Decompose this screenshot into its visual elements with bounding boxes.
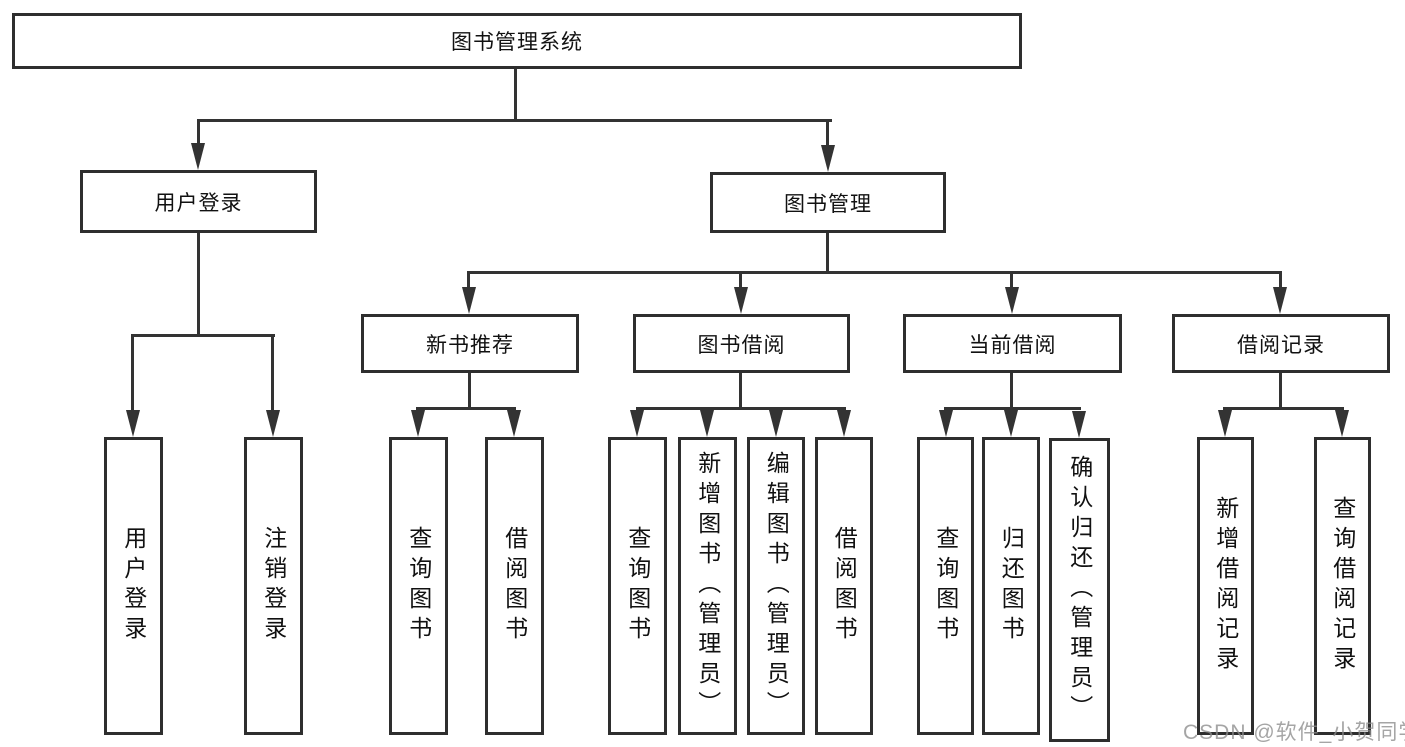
leaf-cb-confirm-return-admin: 确认归还（管理员） [1049,438,1110,742]
node-current-borrow-label: 当前借阅 [968,333,1057,357]
node-book-management-label: 图书管理 [784,192,872,216]
leaf-cb-query-books: 查询图书 [917,437,974,735]
connector-line [467,271,470,292]
arrow-down-icon [939,410,953,437]
node-root-label: 图书管理系统 [451,31,583,54]
leaf-bb-query-books-label: 查询图书 [624,526,651,646]
connector-line [416,407,516,410]
connector-line [1010,373,1013,409]
arrow-down-icon [821,145,835,172]
leaf-nb-query-books: 查询图书 [389,437,448,735]
leaf-cb-return-books-label: 归还图书 [998,526,1025,646]
leaf-bb-query-books: 查询图书 [608,437,667,735]
leaf-nb-borrow-books: 借阅图书 [485,437,544,735]
leaf-user-login: 用户登录 [104,437,163,735]
arrow-down-icon [700,410,714,437]
connector-line [131,334,275,337]
connector-line [1279,271,1282,292]
arrow-down-icon [462,287,476,314]
connector-line [826,119,829,151]
arrow-down-icon [837,410,851,437]
arrow-down-icon [1218,410,1232,437]
arrow-down-icon [1004,410,1018,437]
connector-line [131,334,134,412]
connector-line [467,271,1282,274]
connector-line [636,407,846,410]
leaf-bb-borrow-books-label: 借阅图书 [831,526,858,646]
leaf-cb-confirm-return-admin-label: 确认归还（管理员） [1066,455,1093,725]
leaf-bb-edit-books-admin-label: 编辑图书（管理员） [763,451,790,721]
arrow-down-icon [126,410,140,437]
node-current-borrow: 当前借阅 [903,314,1122,373]
connector-line [739,271,742,292]
node-user-login-label: 用户登录 [154,191,243,215]
leaf-cb-return-books: 归还图书 [982,437,1040,735]
node-book-borrow: 图书借阅 [633,314,850,373]
arrow-down-icon [266,410,280,437]
arrow-down-icon [1335,410,1349,437]
node-root: 图书管理系统 [12,13,1022,69]
connector-line [1279,373,1282,409]
arrow-down-icon [1273,287,1287,314]
connector-line [1223,407,1344,410]
arrow-down-icon [507,410,521,437]
connector-line [197,233,200,336]
arrow-down-icon [411,410,425,437]
node-user-login: 用户登录 [80,170,317,233]
arrow-down-icon [1005,287,1019,314]
csdn-watermark: CSDN @软件_小贺同学 [1183,721,1405,744]
connector-line [826,233,829,273]
leaf-user-login-label: 用户登录 [120,526,147,646]
arrow-down-icon [191,143,205,170]
leaf-bb-borrow-books: 借阅图书 [815,437,873,735]
leaf-cb-query-books-label: 查询图书 [932,526,959,646]
leaf-bb-add-books-admin-label: 新增图书（管理员） [694,451,721,721]
arrow-down-icon [630,410,644,437]
arrow-down-icon [1072,411,1086,438]
connector-line [197,119,200,149]
node-book-management: 图书管理 [710,172,946,233]
leaf-br-add-record: 新增借阅记录 [1197,437,1254,735]
connector-line [1010,271,1013,292]
leaf-logout-label: 注销登录 [260,526,287,646]
leaf-bb-add-books-admin: 新增图书（管理员） [678,437,737,735]
leaf-br-add-record-label: 新增借阅记录 [1212,496,1239,676]
arrow-down-icon [769,410,783,437]
connector-line [739,373,742,409]
arrow-down-icon [734,287,748,314]
connector-line [271,334,274,412]
leaf-logout: 注销登录 [244,437,303,735]
node-new-book-recommend: 新书推荐 [361,314,579,373]
leaf-nb-query-books-label: 查询图书 [405,526,432,646]
node-borrow-records-label: 借阅记录 [1237,333,1325,357]
node-borrow-records: 借阅记录 [1172,314,1390,373]
connector-line [514,69,517,121]
connector-line [468,373,471,409]
leaf-br-query-record-label: 查询借阅记录 [1329,496,1356,676]
leaf-br-query-record: 查询借阅记录 [1314,437,1371,735]
node-book-borrow-label: 图书借阅 [697,333,786,357]
connector-line [944,407,1081,410]
leaf-bb-edit-books-admin: 编辑图书（管理员） [747,437,805,735]
connector-line [197,119,832,122]
leaf-nb-borrow-books-label: 借阅图书 [501,526,528,646]
node-new-book-recommend-label: 新书推荐 [426,333,514,357]
